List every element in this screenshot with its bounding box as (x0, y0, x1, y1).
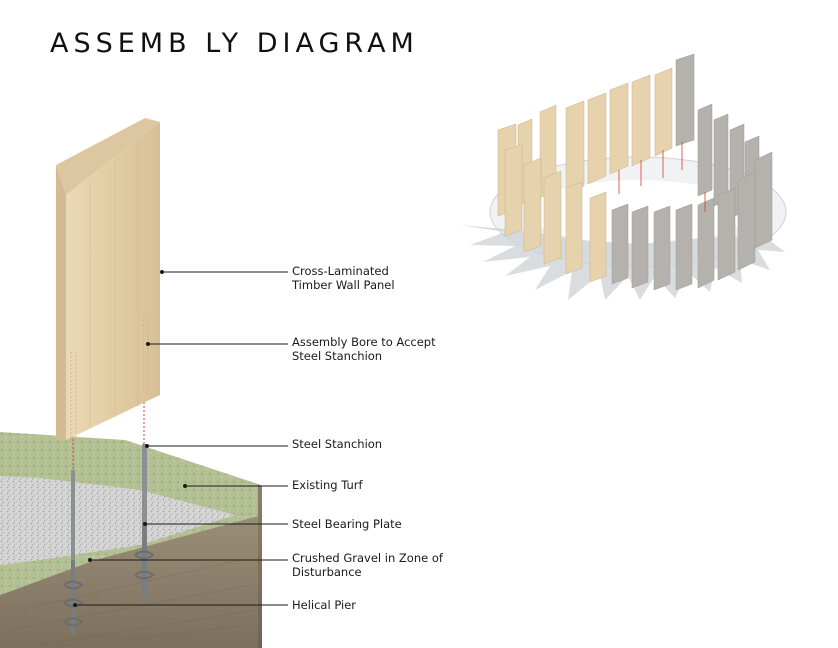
callout-line: Existing Turf (292, 478, 363, 492)
callout-line: Steel Stanchion (292, 349, 383, 363)
ring-assembly-illustration (460, 53, 787, 300)
ground-block (0, 432, 262, 648)
callout-bearing-plate: Steel Bearing Plate (292, 517, 472, 531)
callout-pier: Helical Pier (292, 598, 472, 612)
clt-wall-panel (56, 118, 160, 443)
callout-gravel: Crushed Gravel in Zone of Disturbance (292, 551, 472, 579)
soil-front-face (0, 516, 258, 648)
diagram-title: ASSEMB LY DIAGRAM (50, 28, 419, 59)
soil-texture (9, 559, 256, 646)
callout-line: Disturbance (292, 565, 362, 579)
callout-turf: Existing Turf (292, 478, 472, 492)
callout-line: Assembly Bore to Accept (292, 335, 436, 349)
soil-side-face (258, 484, 262, 648)
callout-line: Timber Wall Panel (292, 278, 395, 292)
callout-leaders (73, 270, 288, 607)
callout-line: Crushed Gravel in Zone of (292, 551, 443, 565)
gravel-zone (0, 476, 235, 565)
callout-line: Helical Pier (292, 598, 357, 612)
callout-line: Steel Stanchion (292, 437, 383, 451)
callout-stanchion: Steel Stanchion (292, 437, 472, 451)
callout-clt-panel: Cross-Laminated Timber Wall Panel (292, 264, 472, 292)
callout-line: Cross-Laminated (292, 264, 389, 278)
callout-line: Steel Bearing Plate (292, 517, 402, 531)
callout-bore: Assembly Bore to Accept Steel Stanchion (292, 335, 472, 363)
